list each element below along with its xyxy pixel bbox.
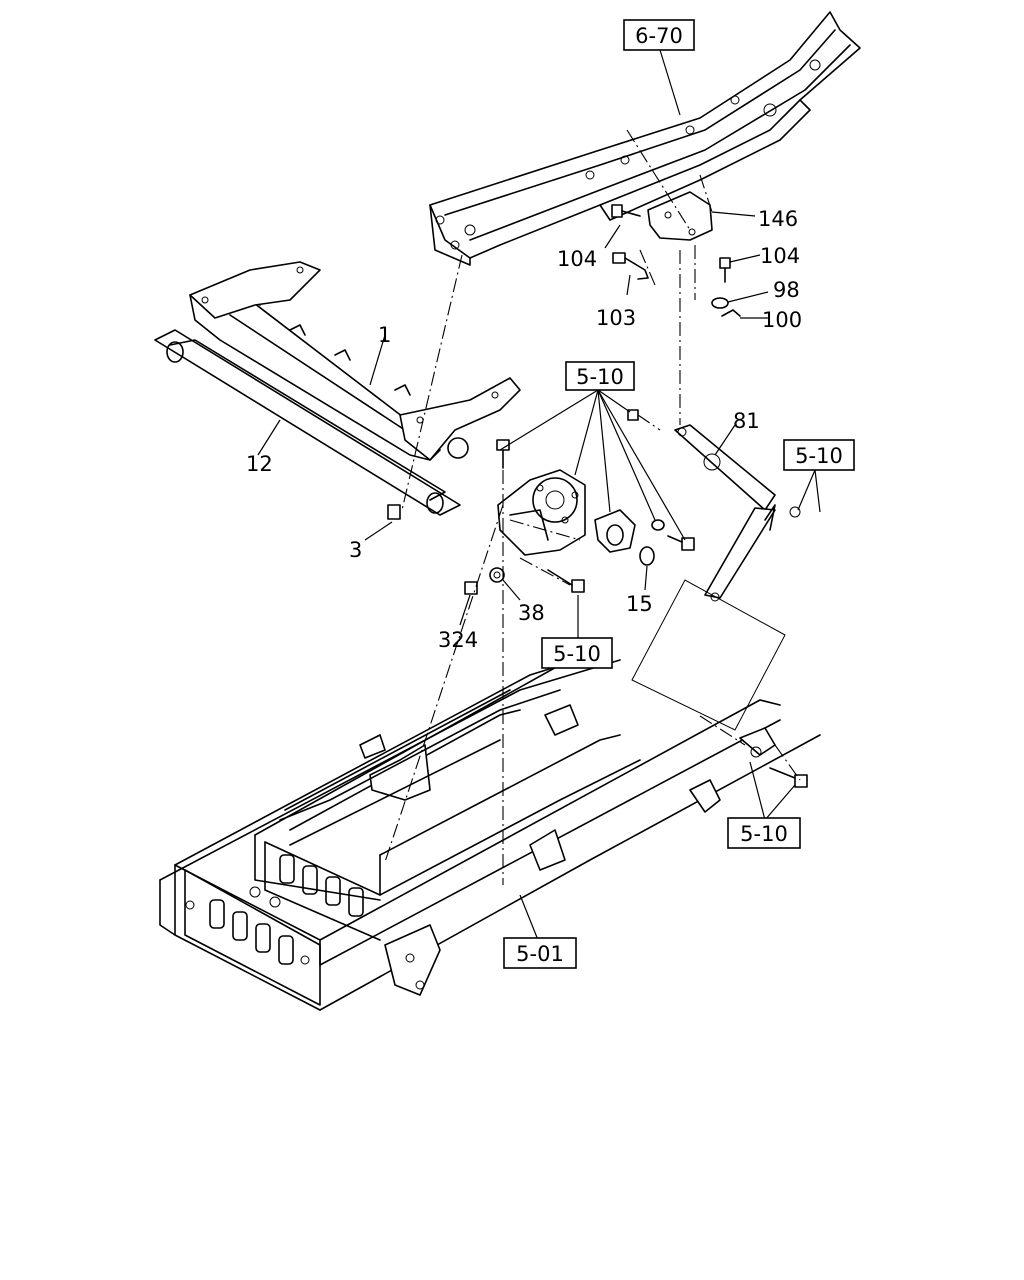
part-number-1: 1 <box>378 323 391 347</box>
washer-right <box>651 519 665 531</box>
link-81 <box>674 424 776 602</box>
svg-text:5-10: 5-10 <box>740 822 788 846</box>
section-ref-5-10-top[interactable]: 5-10 <box>565 361 635 391</box>
bolt-right <box>667 535 695 551</box>
upper-frame-rail <box>429 11 861 266</box>
nut-38 <box>489 567 505 583</box>
part-number-3: 3 <box>349 538 362 562</box>
bracket-146 <box>647 191 713 241</box>
shock-mount <box>594 509 636 553</box>
part-number-103: 103 <box>596 306 636 330</box>
leader-lines <box>257 49 821 941</box>
section-ref-5-01[interactable]: 5-01 <box>503 937 577 969</box>
center-lines <box>384 129 801 885</box>
bolt-104-left <box>611 204 641 218</box>
section-ref-5-10-mid[interactable]: 5-10 <box>541 637 613 669</box>
part-number-146: 146 <box>758 207 798 231</box>
bolt-103 <box>612 252 649 280</box>
svg-text:5-10: 5-10 <box>553 642 601 666</box>
crossmember-1 <box>189 261 521 461</box>
svg-text:5-10: 5-10 <box>795 444 843 468</box>
part-callouts: 146 104 104 98 100 103 1 12 81 3 15 38 3… <box>246 207 802 652</box>
part-number-81: 81 <box>733 409 760 433</box>
part-number-15: 15 <box>626 592 653 616</box>
mount-bracket <box>497 469 586 556</box>
svg-text:6-70: 6-70 <box>635 24 683 48</box>
svg-text:5-10: 5-10 <box>576 365 624 389</box>
bolt-top-center <box>496 439 510 469</box>
part-number-324: 324 <box>438 628 478 652</box>
lower-fitting <box>739 727 808 788</box>
chassis-frame <box>159 649 821 1011</box>
part-number-100: 100 <box>762 308 802 332</box>
svg-text:5-01: 5-01 <box>516 942 564 966</box>
section-ref-6-70[interactable]: 6-70 <box>623 19 695 51</box>
clip-100 <box>721 309 741 317</box>
bolt-3 <box>387 504 401 520</box>
washer-98 <box>711 297 729 309</box>
plate <box>631 579 786 731</box>
bolt-324 <box>464 581 478 595</box>
part-number-104: 104 <box>557 247 597 271</box>
part-number-38: 38 <box>518 601 545 625</box>
section-ref-5-10-bottom[interactable]: 5-10 <box>727 817 801 849</box>
bolt-lower-mid <box>547 569 585 593</box>
ring-15 <box>639 546 655 566</box>
part-number-98: 98 <box>773 278 800 302</box>
part-number-104: 104 <box>760 244 800 268</box>
bolt-104-right <box>719 257 731 283</box>
bolt-top-right <box>627 409 661 431</box>
torsion-bar-12 <box>154 329 461 516</box>
part-number-12: 12 <box>246 452 273 476</box>
section-ref-5-10-right[interactable]: 5-10 <box>783 439 855 471</box>
